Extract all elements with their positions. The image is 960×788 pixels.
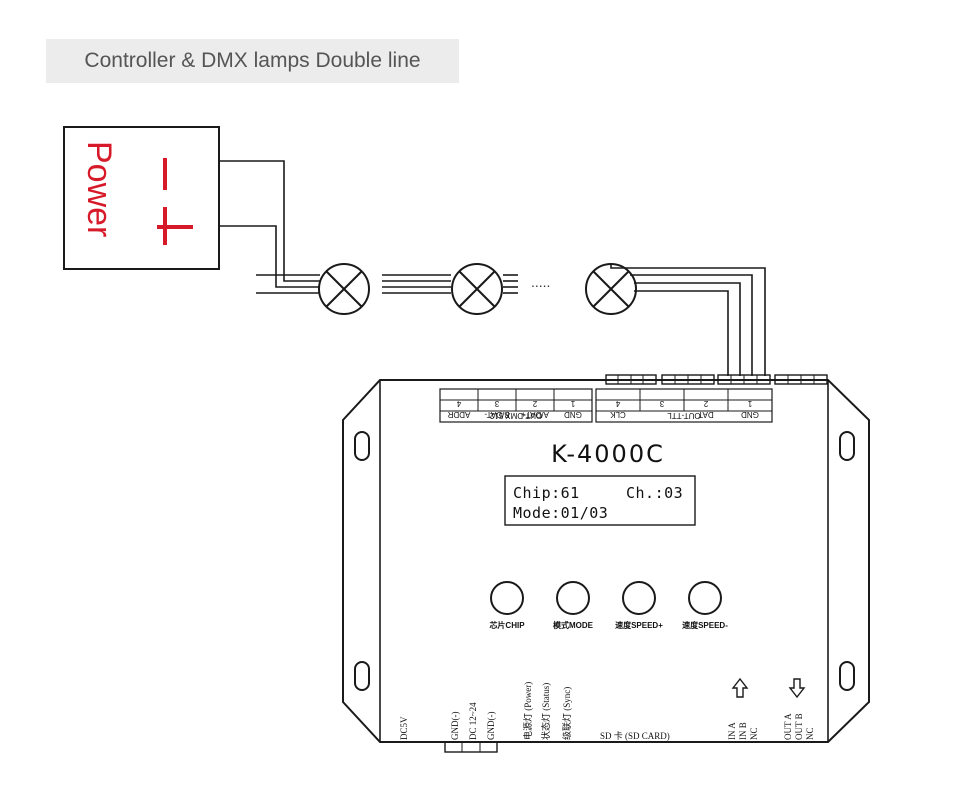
model-name: K-4000C	[551, 440, 665, 468]
chip-button	[490, 581, 524, 615]
dmx-pin-1-name: GND	[564, 410, 582, 419]
power-terminal	[444, 741, 498, 753]
power-label: Power	[80, 141, 118, 237]
mount-slot-tr	[839, 431, 855, 461]
diagram-title: Controller & DMX lamps Double line	[46, 39, 459, 83]
lamp-3	[585, 263, 637, 315]
ellipsis-dots: .....	[531, 274, 550, 290]
dc5v-label: DC5V	[399, 716, 409, 740]
out-pin-nc: NC	[805, 727, 815, 740]
plus-symbol-h	[157, 225, 193, 229]
speed-minus-label: 速度SPEED-	[682, 620, 728, 630]
power-pin-1: GND(-)	[450, 712, 460, 741]
dmx-pin-2-num: 2	[532, 399, 537, 408]
power-wire-minus	[219, 160, 320, 282]
in-pin-b: IN B	[738, 722, 748, 740]
mount-slot-tl	[354, 431, 370, 461]
mode-button	[556, 581, 590, 615]
speed-plus-label: 速度SPEED+	[615, 620, 663, 630]
dmx-pin-4-num: 4	[456, 399, 461, 408]
out-pin-b: OUT B	[794, 713, 804, 740]
lamp-1	[318, 263, 370, 315]
mount-slot-bl	[354, 661, 370, 691]
dmx-pin-4-name: ADDR	[447, 410, 470, 419]
power-pin-3: GND(-)	[486, 712, 496, 741]
dmx-header-title: OUT-DMX 512	[489, 411, 542, 420]
chip-button-label: 芯片CHIP	[489, 620, 525, 630]
power-wire-plus	[219, 225, 320, 288]
dmx-pin-3-num: 3	[494, 399, 499, 408]
ttl-pin-2-num: 2	[703, 399, 708, 408]
power-pin-2: DC 12~24	[468, 702, 478, 740]
dmx-pin-1-num: 1	[570, 399, 575, 408]
lcd-display	[504, 475, 696, 526]
in-pin-a: IN A	[727, 722, 737, 740]
in-arrow-icon	[731, 677, 749, 698]
ttl-pin-4-name: CLK	[610, 410, 626, 419]
lcd-chip: Chip:61	[513, 484, 580, 502]
lcd-channel: Ch.:03	[626, 484, 683, 502]
status-led-label: 状态灯 (Status)	[540, 683, 551, 740]
speed-minus-button	[688, 581, 722, 615]
minus-symbol	[163, 158, 167, 190]
power-supply-box	[63, 126, 220, 270]
ttl-pin-1-num: 1	[747, 399, 752, 408]
lamp-2	[451, 263, 503, 315]
ttl-pin-1-name: GND	[741, 410, 759, 419]
dmx-pin-2-name: A/DAT+	[521, 410, 549, 419]
mode-button-label: 模式MODE	[553, 620, 594, 630]
ttl-pin-3-num: 3	[659, 399, 664, 408]
out-pin-a: OUT A	[783, 713, 793, 740]
ttl-pin-4-num: 4	[615, 399, 620, 408]
dmx-pin-3-name: B/DAT-	[484, 410, 510, 419]
ttl-pin-2-name: DAT	[698, 410, 714, 419]
power-led-label: 电源灯 (Power)	[522, 682, 533, 740]
lcd-mode: Mode:01/03	[513, 504, 608, 522]
out-arrow-icon	[788, 678, 806, 699]
sd-card-label: SD 卡 (SD CARD)	[600, 730, 670, 741]
mount-slot-br	[839, 661, 855, 691]
ttl-header-title: OUT-TTL	[667, 411, 701, 420]
in-pin-nc: NC	[749, 727, 759, 740]
sync-led-label: 级联灯 (Sync)	[561, 687, 572, 740]
speed-plus-button	[622, 581, 656, 615]
